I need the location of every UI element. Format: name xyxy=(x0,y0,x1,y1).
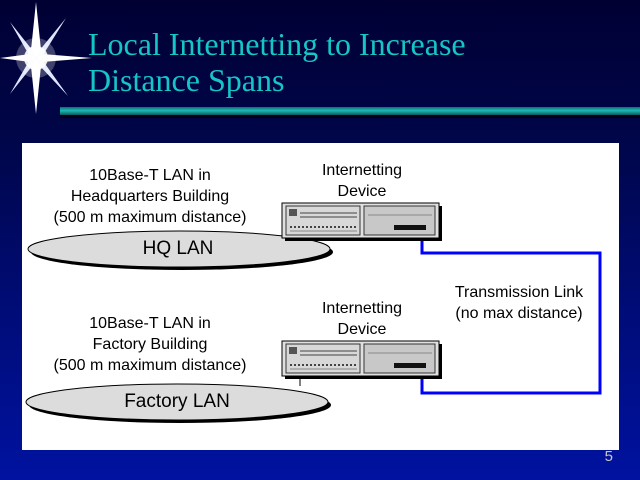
factory-device-label-line-1: Internetting xyxy=(321,300,403,317)
slide-title: Local Internetting to Increase Distance … xyxy=(88,26,628,98)
title-underline-shadow xyxy=(60,115,640,118)
factory-lan-label: Factory LAN xyxy=(124,391,230,412)
diagram-panel: 10Base-T LAN in Headquarters Building (5… xyxy=(22,143,619,450)
slide-title-line-2: Distance Spans xyxy=(88,62,285,98)
hq-device-label-line-2: Device xyxy=(337,183,387,200)
transmission-link-label-line-2: (no max distance) xyxy=(455,305,583,322)
hq-caption-line-2: Headquarters Building xyxy=(70,188,230,205)
factory-internetting-device-icon xyxy=(281,340,442,379)
hq-device-label: Internetting Device xyxy=(302,160,422,202)
transmission-link-line xyxy=(420,238,602,395)
transmission-link-label: Transmission Link (no max distance) xyxy=(434,282,604,324)
hq-device-label-line-1: Internetting xyxy=(321,162,403,179)
factory-lan-ellipse xyxy=(25,383,329,421)
hq-lan-ellipse xyxy=(27,230,331,268)
title-underline-bar xyxy=(60,107,640,115)
factory-device-label-line-2: Device xyxy=(337,321,387,338)
factory-caption-line-3: (500 m maximum distance) xyxy=(53,357,247,374)
hq-caption-line-3: (500 m maximum distance) xyxy=(53,209,247,226)
hq-lan-caption: 10Base-T LAN in Headquarters Building (5… xyxy=(30,165,270,228)
hq-lan-label: HQ LAN xyxy=(142,238,214,259)
network-diagram xyxy=(25,202,602,423)
transmission-link-label-line-1: Transmission Link xyxy=(454,284,584,301)
slide-title-line-1: Local Internetting to Increase xyxy=(88,26,466,62)
factory-caption-line-2: Factory Building xyxy=(92,336,208,353)
hq-internetting-device-icon xyxy=(281,202,442,241)
factory-lan-caption: 10Base-T LAN in Factory Building (500 m … xyxy=(30,313,270,376)
factory-device-label: Internetting Device xyxy=(302,298,422,340)
factory-caption-line-1: 10Base-T LAN in xyxy=(89,315,211,332)
slide-number: 5 xyxy=(604,448,613,465)
hq-caption-line-1: 10Base-T LAN in xyxy=(89,167,211,184)
starburst-logo-icon xyxy=(0,2,92,114)
